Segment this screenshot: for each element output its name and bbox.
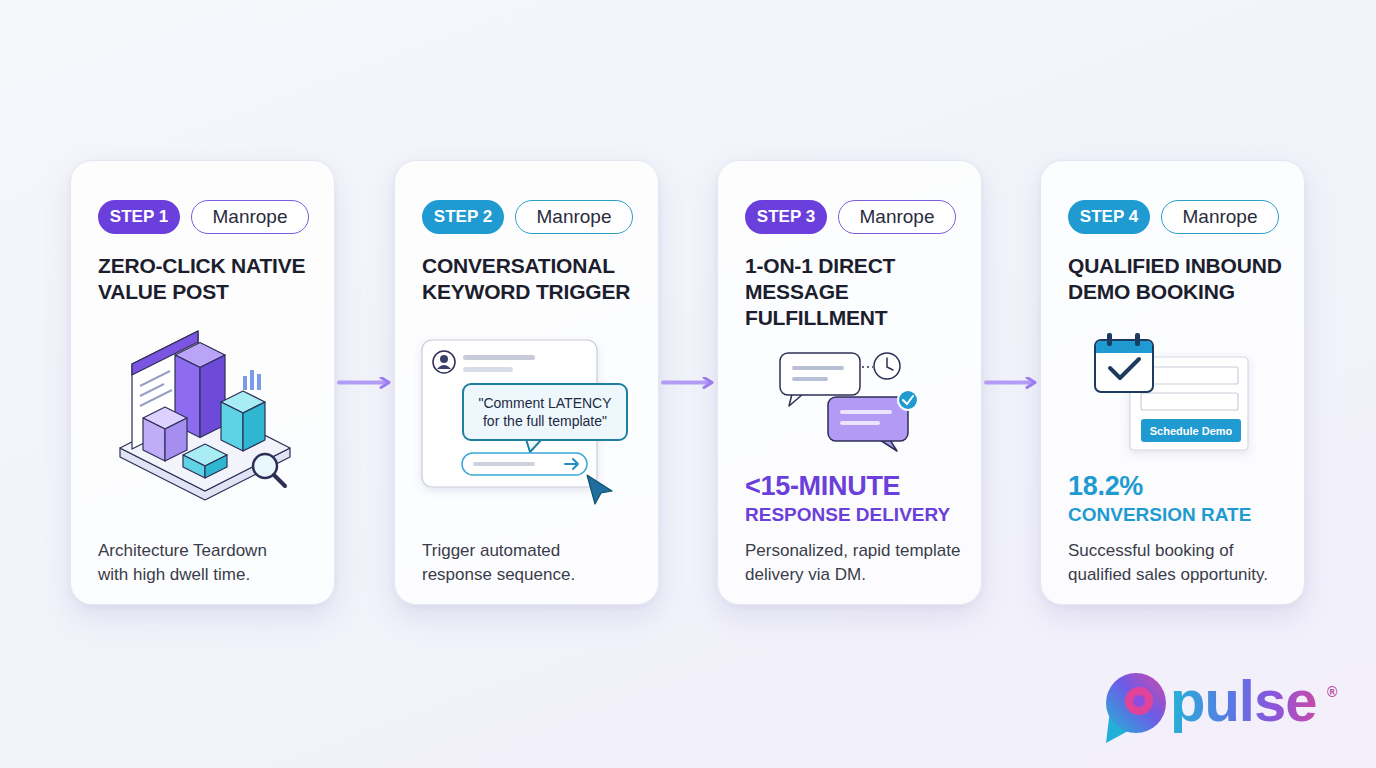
step-badge: STEP 4 — [1068, 200, 1150, 234]
logo-tail — [1106, 710, 1130, 743]
step-label: STEP 1 — [110, 207, 168, 227]
step-card: ZERO-CLICK NATIVE VALUE POST Architecture… — [70, 160, 335, 605]
schedule-button: Schedule Demo — [1141, 419, 1241, 442]
speech-bubble: "Comment LATENCY for the full template" — [462, 383, 628, 441]
font-label: Manrope — [860, 206, 935, 228]
metric-label: RESPONSE DELIVERY — [745, 503, 980, 527]
step-card: CONVERSATIONAL KEYWORD TRIGGER Trigger au… — [394, 160, 659, 605]
card-description: Trigger automated response sequence. — [422, 539, 617, 587]
step-card: QUALIFIED INBOUND DEMO BOOKING 18.2%CONVE… — [1040, 160, 1305, 605]
metric-label: CONVERSION RATE — [1068, 503, 1303, 527]
logo-ring — [1106, 673, 1166, 733]
font-label: Manrope — [1183, 206, 1258, 228]
card-description: Architecture Teardown with high dwell ti… — [98, 539, 293, 587]
logo-dot — [1133, 695, 1145, 707]
card-description: Personalized, rapid template delivery vi… — [745, 539, 970, 587]
font-tag: Manrope — [515, 200, 633, 234]
flow-arrow — [986, 381, 1034, 385]
step-label: STEP 3 — [757, 207, 815, 227]
metric-value: <15-MINUTE — [745, 470, 980, 502]
step-badge: STEP 2 — [422, 200, 504, 234]
step-badge: STEP 1 — [98, 200, 180, 234]
step-label: STEP 4 — [1080, 207, 1138, 227]
logo-core — [1125, 687, 1153, 715]
step-badge: STEP 3 — [745, 200, 827, 234]
font-label: Manrope — [537, 206, 612, 228]
brand-name: pulse — [1170, 668, 1317, 734]
card-heading: CONVERSATIONAL KEYWORD TRIGGER — [422, 253, 660, 305]
font-tag: Manrope — [191, 200, 309, 234]
registered-mark: ® — [1327, 684, 1337, 700]
flow-arrow — [663, 381, 711, 385]
card-heading: 1-ON-1 DIRECT MESSAGE FULFILLMENT — [745, 253, 983, 331]
flow-arrow — [339, 381, 388, 385]
font-tag: Manrope — [1161, 200, 1279, 234]
button-label: Schedule Demo — [1150, 425, 1233, 437]
font-tag: Manrope — [838, 200, 956, 234]
metric-value: 18.2% — [1068, 470, 1303, 502]
card-heading: QUALIFIED INBOUND DEMO BOOKING — [1068, 253, 1306, 305]
step-card: 1-ON-1 DIRECT MESSAGE FULFILLMENT <15-MIN… — [717, 160, 982, 605]
bubble-text: "Comment LATENCY for the full template" — [472, 394, 618, 430]
card-description: Successful booking of qualified sales op… — [1068, 539, 1283, 587]
card-heading: ZERO-CLICK NATIVE VALUE POST — [98, 253, 336, 305]
font-label: Manrope — [213, 206, 288, 228]
step-label: STEP 2 — [434, 207, 492, 227]
logo-icon — [1106, 673, 1166, 743]
